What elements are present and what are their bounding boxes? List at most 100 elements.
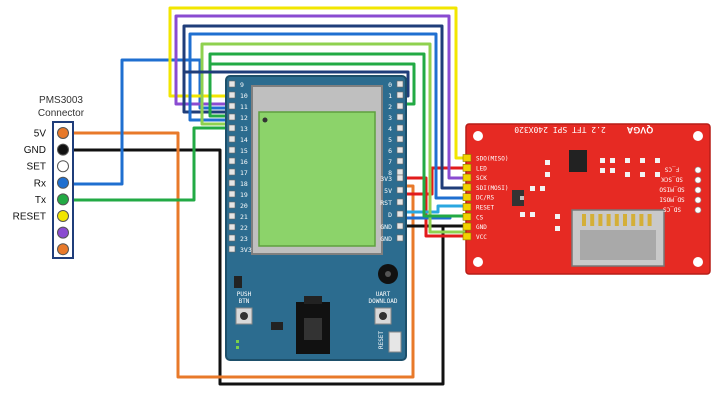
board-right-pin-label: 5V xyxy=(384,187,392,195)
board-left-pin xyxy=(228,135,236,143)
display-right-pin xyxy=(694,166,702,174)
display-left-pin-label: SDO(MISO) xyxy=(476,156,509,163)
display-left-pin xyxy=(462,203,472,211)
board-right-pin xyxy=(396,234,404,242)
connector-pin xyxy=(57,226,69,239)
connector-pin xyxy=(57,143,69,156)
wire-tx xyxy=(70,126,234,202)
reset-button[interactable] xyxy=(388,331,402,353)
connector-pin-label: Tx xyxy=(35,195,46,206)
display-left-pin xyxy=(462,232,472,241)
uart-btn-label: UART xyxy=(376,291,391,298)
wire-rx xyxy=(70,58,234,186)
board-left-pin xyxy=(228,113,236,121)
transistor xyxy=(512,190,524,206)
connector-subtitle: Connector xyxy=(38,108,85,119)
wire-lime xyxy=(200,42,468,234)
board-left-pin-label: 21 xyxy=(240,213,248,221)
wire-green-top xyxy=(208,52,468,218)
board-right-pin xyxy=(396,80,404,88)
component-pads xyxy=(520,158,660,231)
board-left-pin-label: 17 xyxy=(240,169,248,177)
connector-pin-label: RESET xyxy=(13,212,46,223)
display-right-pin xyxy=(694,186,702,194)
board-left-pin xyxy=(228,91,236,99)
display-left-pin-label: CS xyxy=(476,214,484,221)
display-left-pin xyxy=(462,154,472,162)
regulator xyxy=(569,150,587,172)
board-left-pin-label: 16 xyxy=(240,158,248,166)
board-right-pin-label: 0 xyxy=(388,81,392,89)
display-left-pin-label: LED xyxy=(476,165,487,172)
smd-pad xyxy=(540,186,545,191)
board-right-pin xyxy=(396,146,404,154)
board-left-pin-label: 20 xyxy=(240,202,248,210)
smd-pad xyxy=(640,172,645,177)
display-left-pin xyxy=(462,213,472,221)
display-left-pin xyxy=(462,183,472,192)
board-left-pin xyxy=(228,179,236,187)
board-right-pin-label: 3 xyxy=(388,114,392,122)
board-left-pin-label: 14 xyxy=(240,136,248,144)
led xyxy=(236,346,239,349)
board-right-pin xyxy=(396,186,404,194)
connector-pin-label: Rx xyxy=(34,178,46,189)
connector-pin xyxy=(57,210,69,222)
display-right-pin xyxy=(694,196,702,204)
connector-title: PMS3003 xyxy=(39,95,83,106)
display-left-header: SDO(MISO)LEDSCKSDI(MOSI)DC/RSRESETCSGNDV… xyxy=(462,154,509,241)
board-left-pin-label: 18 xyxy=(240,180,248,188)
connector-housing xyxy=(52,121,74,259)
board-right-pin-label: 1 xyxy=(388,92,392,100)
board-right-pin-label: D xyxy=(388,211,392,219)
board-right-pin-label: GND xyxy=(380,235,392,243)
led xyxy=(236,340,239,343)
wifi-module xyxy=(258,111,376,247)
display-left-pin-label: SCK xyxy=(476,175,487,182)
smd-pad xyxy=(600,168,605,173)
smd-pad xyxy=(625,158,630,163)
connector-pin-label: GND xyxy=(24,145,46,156)
smd-pad xyxy=(655,158,660,163)
board-left-pin xyxy=(228,146,236,154)
board-left-pin xyxy=(228,157,236,165)
wire-3v3-vcc xyxy=(392,176,468,238)
module-pin1-dot xyxy=(262,117,268,123)
smd-pad xyxy=(555,214,560,219)
board-left-pin xyxy=(228,212,236,220)
wire-navy xyxy=(182,24,468,190)
display-right-pin-label: SD_SCK xyxy=(661,176,683,183)
connector-pin-label: 5V xyxy=(34,129,47,140)
smd-pad xyxy=(555,226,560,231)
board-left-pin xyxy=(228,223,236,231)
wire-blue-top xyxy=(188,32,468,200)
display-right-pin-label: F_CS xyxy=(664,166,679,173)
wire-d-reset xyxy=(392,204,468,214)
mount-hole xyxy=(473,131,483,141)
board-right-pin xyxy=(396,222,404,230)
display-right-pin xyxy=(694,206,702,214)
uart-btn-label-2: DOWNLOAD xyxy=(369,298,398,305)
connector-pin xyxy=(57,176,69,189)
board-right-pin-label: 5 xyxy=(388,136,392,144)
board-left-pin-label: 10 xyxy=(240,92,248,100)
board-right-pin-label: RST xyxy=(380,199,392,207)
display-left-pin-label: SDI(MOSI) xyxy=(476,185,509,192)
board-left-pin xyxy=(228,234,236,242)
smd-pad xyxy=(530,212,535,217)
smd-pad xyxy=(640,158,645,163)
board-left-pin xyxy=(228,190,236,198)
board-right-pin xyxy=(396,198,404,206)
smd-pad xyxy=(655,172,660,177)
smd-pad xyxy=(545,160,550,165)
board-left-pin xyxy=(228,80,236,88)
display-right-pin xyxy=(694,176,702,184)
board-right-pin-label: GND xyxy=(380,223,392,231)
board-left-pin-label: 22 xyxy=(240,224,248,232)
smd-chip xyxy=(271,322,283,330)
